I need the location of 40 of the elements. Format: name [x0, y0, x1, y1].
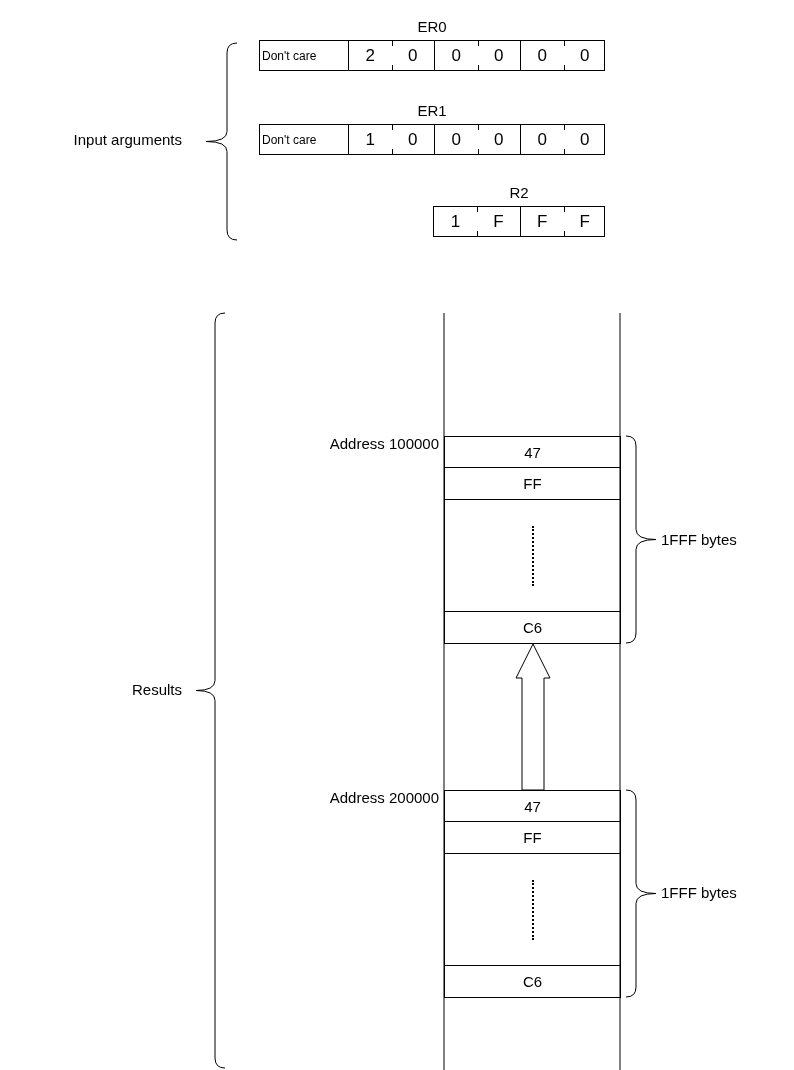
- byte-value: FF: [523, 829, 542, 846]
- group-label: Input arguments: [73, 131, 182, 148]
- hex-digit: 1: [449, 211, 462, 232]
- memory-cell: [444, 499, 621, 612]
- byte-value: FF: [523, 475, 542, 492]
- hex-digit: F: [578, 211, 591, 232]
- field-label: Don't care: [261, 132, 317, 147]
- hex-digit: 0: [450, 129, 462, 150]
- hex-digit: F: [536, 211, 549, 232]
- register-name: ER1: [416, 102, 448, 119]
- hex-digit: 0: [579, 129, 591, 150]
- memory-cell: [444, 467, 621, 500]
- register-name: ER0: [416, 18, 448, 35]
- hex-digit: 0: [407, 129, 419, 150]
- size-label: 1FFF bytes: [661, 531, 737, 548]
- hex-digit: 0: [493, 45, 505, 66]
- memory-cell: [444, 611, 621, 644]
- byte-value: C6: [522, 619, 543, 636]
- register-name: R2: [508, 184, 530, 201]
- address-label: Address 200000: [329, 789, 439, 806]
- hex-digit: 0: [450, 45, 462, 66]
- memory-cell: [444, 853, 621, 966]
- memory-cell: [444, 965, 621, 998]
- hex-digit: 0: [536, 45, 548, 66]
- byte-value: 47: [524, 797, 541, 815]
- address-label: Address 100000: [329, 435, 439, 452]
- byte-value: 47: [524, 443, 541, 461]
- hex-digit: 0: [493, 129, 505, 150]
- hollow-arrow: [515, 643, 551, 791]
- hex-digit: 1: [364, 129, 376, 150]
- hex-digit: 0: [579, 45, 591, 66]
- byte-value: C6: [522, 973, 543, 990]
- field-label: Don't care: [261, 48, 317, 63]
- size-label: 1FFF bytes: [661, 884, 737, 901]
- hex-digit: F: [492, 211, 505, 232]
- hex-digit: 0: [536, 129, 548, 150]
- group-label: Results: [131, 681, 182, 698]
- memory-cell: [444, 821, 621, 854]
- hex-digit: 0: [407, 45, 419, 66]
- hex-digit: 2: [364, 45, 376, 66]
